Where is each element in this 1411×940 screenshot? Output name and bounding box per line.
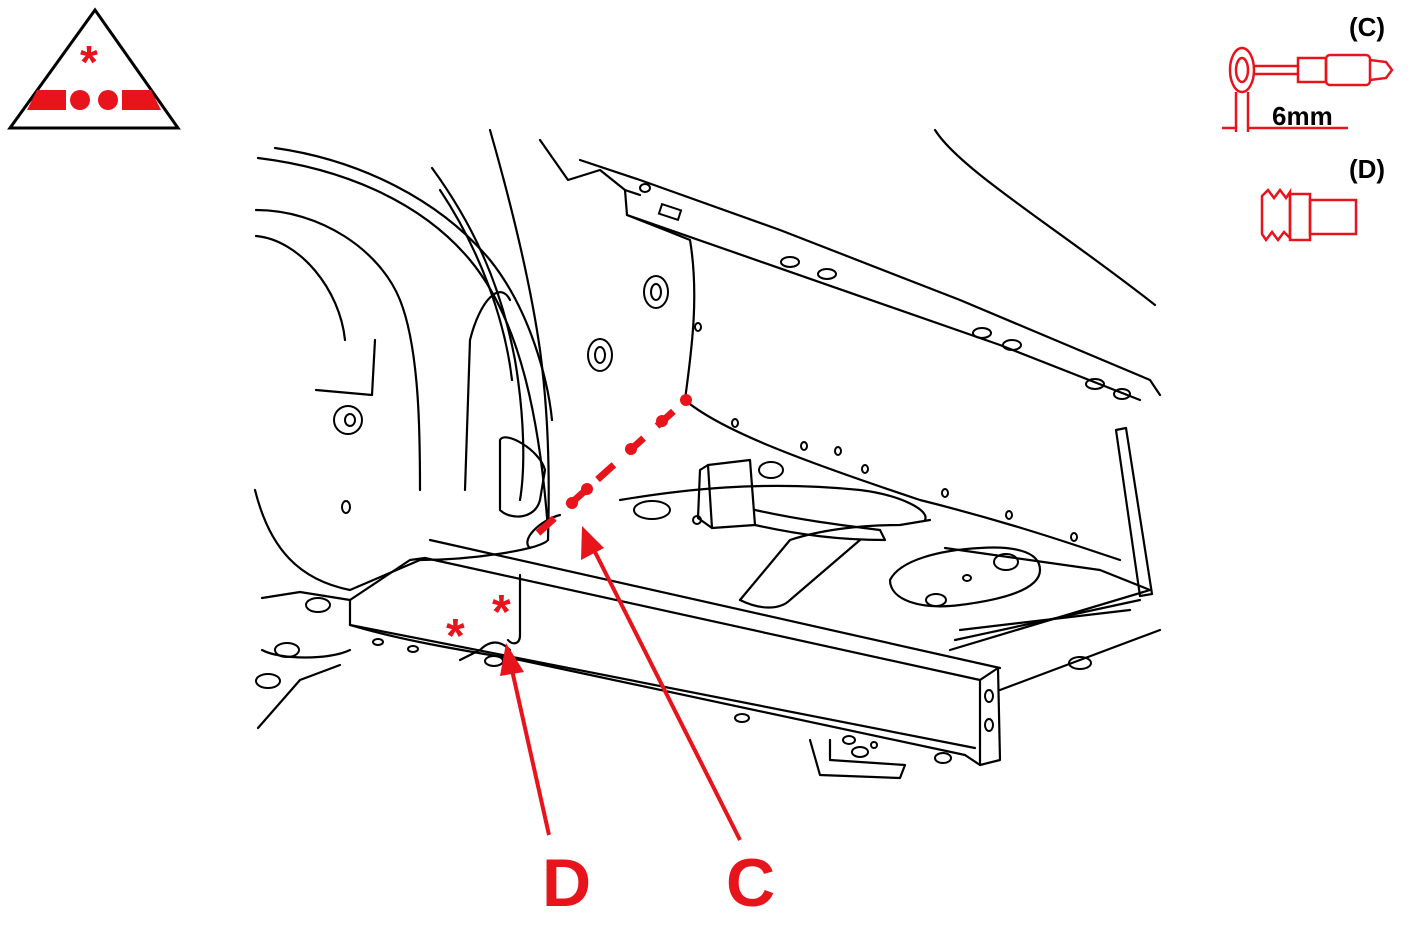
body-panel-drawing <box>253 128 1162 780</box>
callout-c-label: C <box>726 845 775 921</box>
callout-arrow-d <box>500 643 551 836</box>
spot-weld-drill-icon <box>1222 46 1394 132</box>
weld-symbol-dot-1 <box>70 90 90 110</box>
weld-asterisk-1: * <box>446 610 465 663</box>
legend-c-label: (C) <box>1349 12 1385 42</box>
callout-arrow-c <box>581 526 742 841</box>
weld-asterisk-2: * <box>492 586 511 639</box>
weld-symbol-triangle: * <box>7 7 181 130</box>
panel-holes <box>255 183 1131 764</box>
weld-line-c <box>535 394 692 536</box>
legend-d-label: (D) <box>1349 154 1385 184</box>
legend-c-dimension: 6mm <box>1272 101 1333 131</box>
hole-saw-icon <box>1260 187 1358 243</box>
weld-symbol-dot-2 <box>98 90 118 110</box>
weld-symbol-asterisk: * <box>80 36 98 88</box>
weld-symbol-left-bar <box>27 90 66 110</box>
callout-d-label: D <box>542 845 591 921</box>
weld-symbol-right-bar <box>122 90 161 110</box>
